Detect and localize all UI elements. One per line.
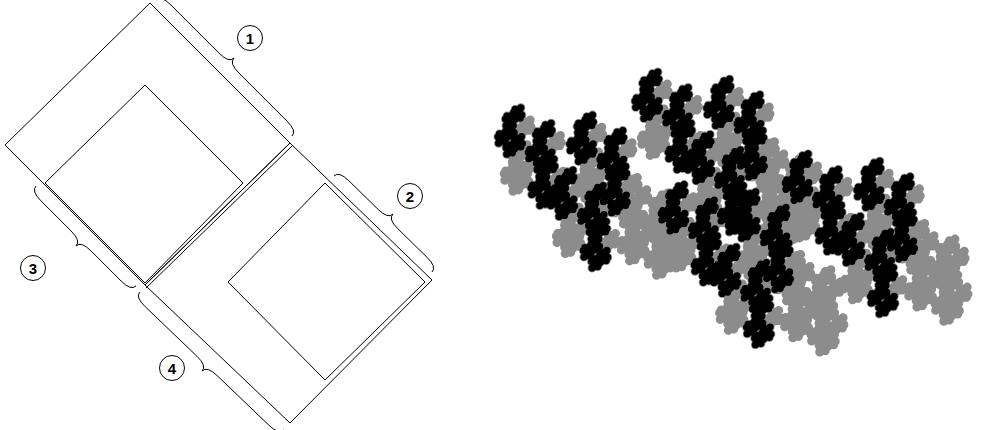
- callout-number: 3: [29, 261, 37, 276]
- callout-circle: 1: [237, 25, 263, 51]
- callout-circle: 4: [159, 355, 185, 381]
- bracket: [138, 292, 284, 430]
- upper-rectangle: [5, 3, 290, 285]
- bracket: [156, 0, 294, 136]
- callout-number: 2: [406, 189, 414, 204]
- callout-circle: 2: [397, 183, 423, 209]
- callout-number: 1: [246, 31, 254, 46]
- fractal-grey: [494, 68, 973, 357]
- divider-line: [146, 146, 292, 288]
- bracket: [34, 186, 136, 288]
- lower-rectangle: [145, 143, 432, 423]
- inner-square: [228, 183, 425, 380]
- fractal-black: [494, 68, 918, 348]
- callout-number: 4: [168, 361, 176, 376]
- bracket: [334, 174, 434, 272]
- inner-square: [45, 85, 243, 283]
- callout-circle: 3: [20, 255, 46, 281]
